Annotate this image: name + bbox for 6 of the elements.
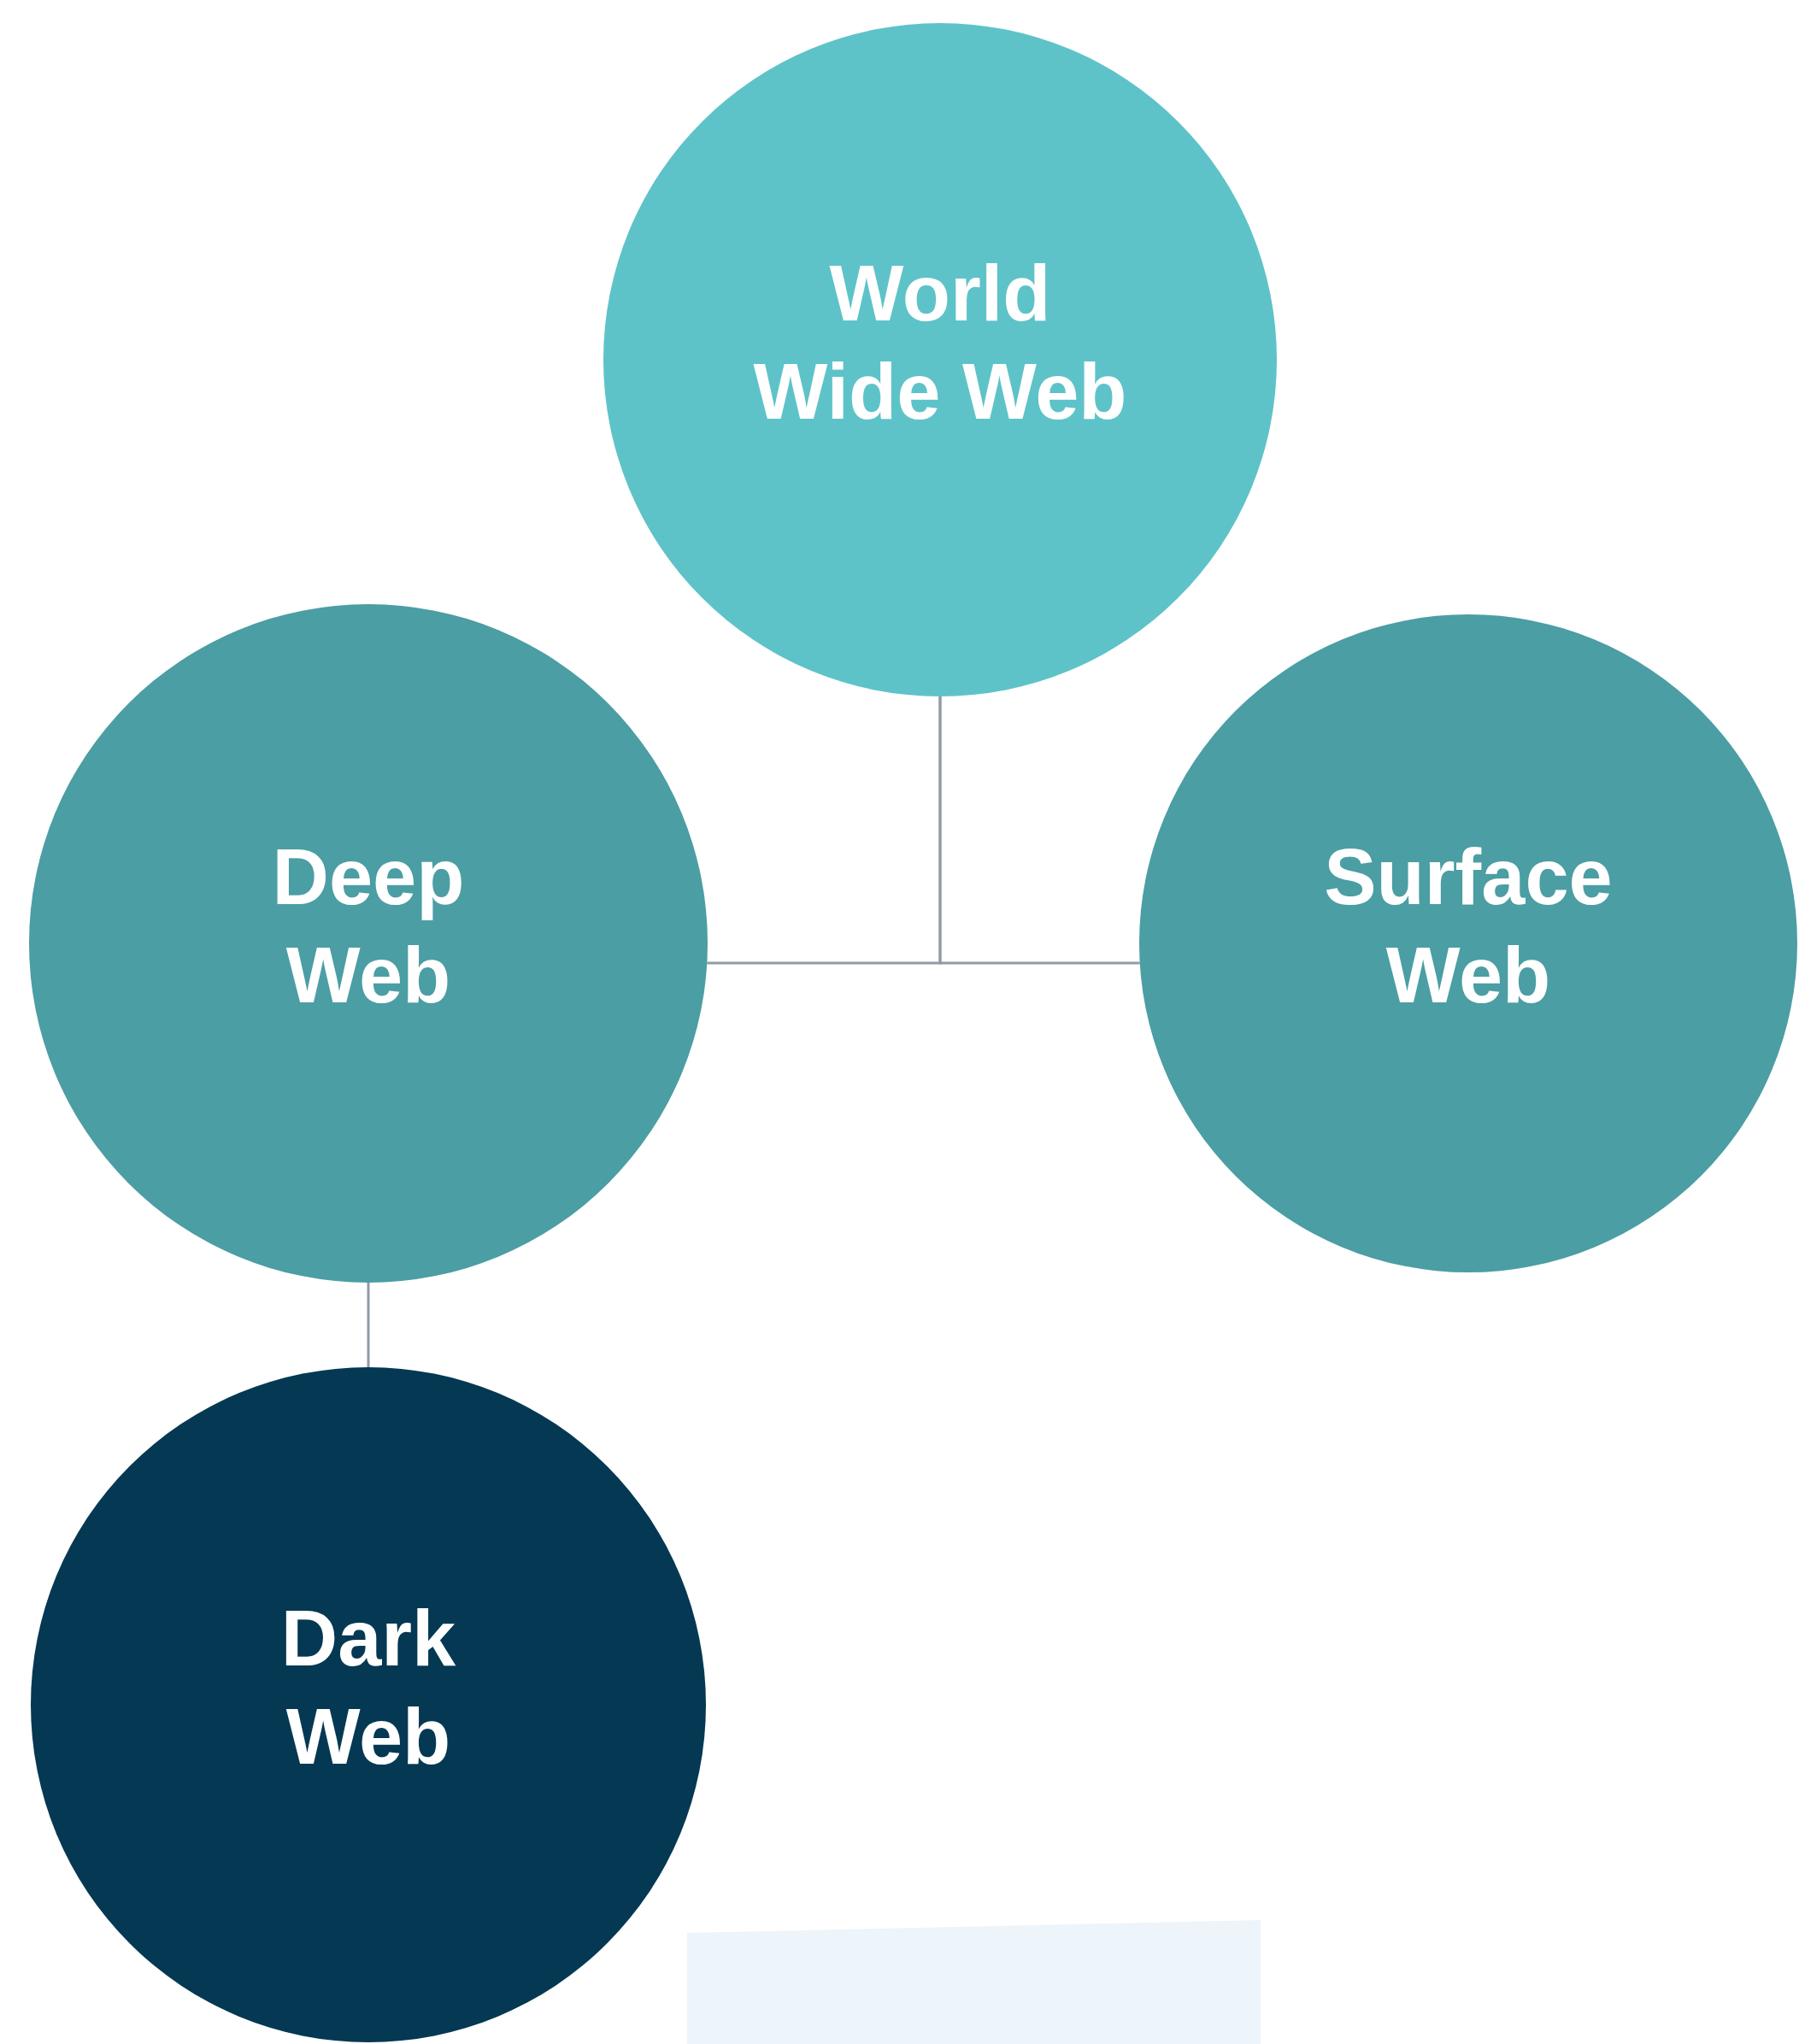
circle-label: Dark Web (279, 1594, 457, 1782)
circle-label: Deep Web (271, 832, 466, 1020)
circle-label: World Wide Web (752, 249, 1128, 437)
circle-label: Surface Web (1323, 832, 1614, 1020)
connector-line (938, 696, 1140, 965)
connector-line (367, 1283, 370, 1367)
